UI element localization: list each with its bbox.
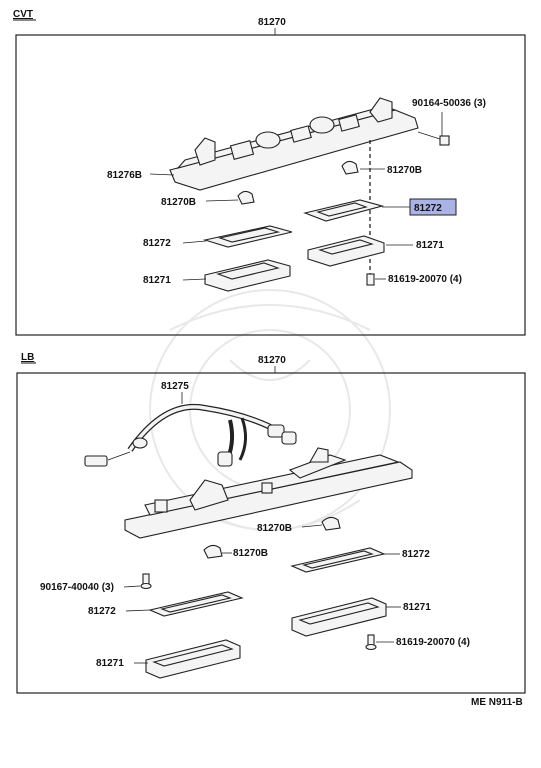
cvt-gasket-left xyxy=(202,225,293,248)
callout-lb-screw-left: 90167-40040 (3) xyxy=(40,582,114,593)
callout-cvt-lens-left: 81271 xyxy=(143,275,171,286)
callout-cvt-gasket-left: 81272 xyxy=(143,238,171,249)
lb-gasket-right xyxy=(290,547,386,573)
cvt-gasket-right xyxy=(303,199,385,222)
callout-lb-lens-right: 81271 xyxy=(403,602,431,613)
lb-gasket-left xyxy=(148,591,244,617)
callout-lb-bulb-right: 81270B xyxy=(257,523,292,534)
callout-lb-wire: 81275 xyxy=(161,381,189,392)
lb-housing xyxy=(124,447,413,539)
callout-lb-lens-left: 81271 xyxy=(96,658,124,669)
cvt-lens-right xyxy=(307,235,385,267)
lb-assembly-number: 81270 xyxy=(258,355,286,366)
lb-wire-harness xyxy=(84,403,297,467)
callout-cvt-base: 81276B xyxy=(107,170,142,181)
section-label-cvt: CVT xyxy=(13,9,33,20)
cvt-screw xyxy=(366,273,375,286)
lb-screw-right xyxy=(365,634,377,651)
section-label-lb: LB xyxy=(21,352,34,363)
lb-screw-left xyxy=(140,573,152,590)
lb-bulb-right xyxy=(321,516,341,531)
cvt-lens-left xyxy=(204,259,291,292)
callout-cvt-lens-right: 81271 xyxy=(416,240,444,251)
lb-bulb-left xyxy=(203,544,223,559)
lb-frame xyxy=(16,372,526,694)
callout-lb-gasket-right: 81272 xyxy=(402,549,430,560)
cvt-bolt xyxy=(417,131,450,146)
callout-lb-gasket-left: 81272 xyxy=(88,606,116,617)
cvt-bulb-right xyxy=(341,160,359,175)
cvt-bulb-left xyxy=(237,190,255,205)
callout-lb-screw-right: 81619-20070 (4) xyxy=(396,637,470,648)
lb-lens-left xyxy=(145,639,241,679)
callout-cvt-bolt: 90164-50036 (3) xyxy=(412,98,486,109)
callout-lb-bulb-left: 81270B xyxy=(233,548,268,559)
footer-code: ME N911-B xyxy=(471,697,523,708)
callout-cvt-gasket-highlight[interactable]: 81272 xyxy=(414,203,442,214)
cvt-housing xyxy=(169,97,419,191)
cvt-frame xyxy=(15,34,526,336)
cvt-assembly-number: 81270 xyxy=(258,17,286,28)
lb-lens-right xyxy=(291,597,387,637)
callout-cvt-bulb-left: 81270B xyxy=(161,197,196,208)
callout-cvt-bulb-right: 81270B xyxy=(387,165,422,176)
callout-cvt-screw: 81619-20070 (4) xyxy=(388,274,462,285)
